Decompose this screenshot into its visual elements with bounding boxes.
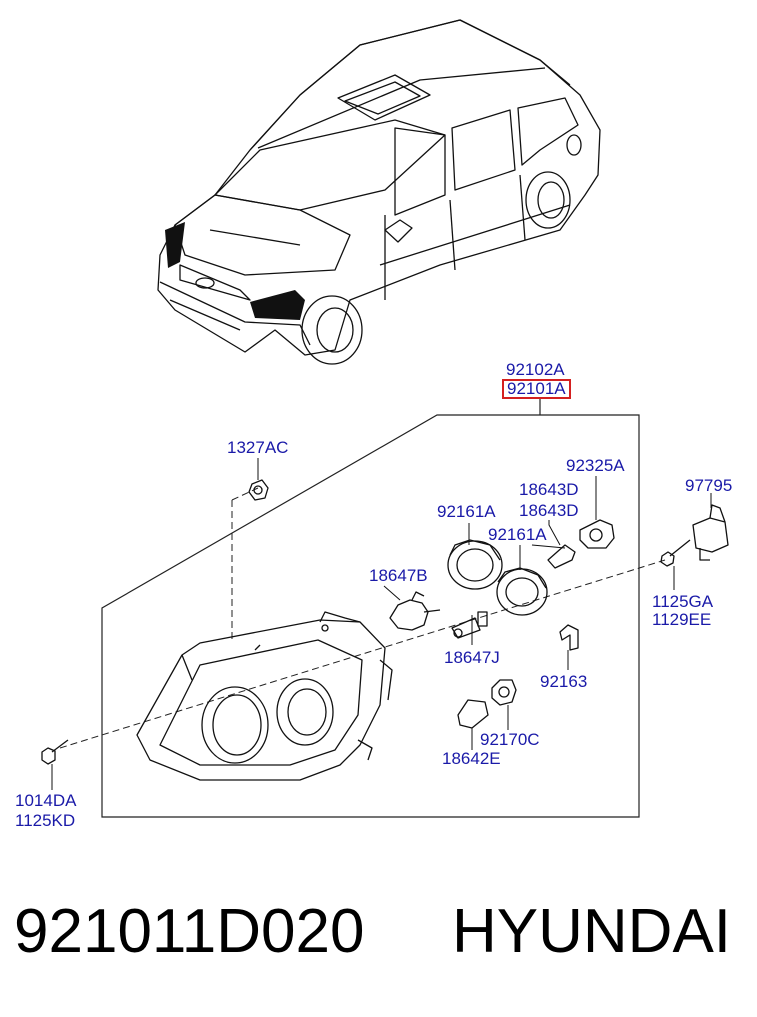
- label-92161a-1[interactable]: 92161A: [437, 502, 496, 521]
- label-18643d-1[interactable]: 18643D: [519, 480, 579, 499]
- dust-cap-1: [447, 539, 503, 590]
- label-18647j[interactable]: 18647J: [444, 648, 500, 667]
- label-1129ee[interactable]: 1129EE: [652, 610, 712, 629]
- bulb-h1-component: [451, 611, 488, 639]
- label-92170c[interactable]: 92170C: [480, 730, 540, 749]
- label-97795[interactable]: 97795: [685, 476, 733, 495]
- label-1327ac[interactable]: 1327AC: [227, 438, 289, 457]
- nut-component: [248, 479, 269, 501]
- bulb-turn-component: [457, 699, 489, 729]
- screw-1125ga: [660, 539, 691, 567]
- label-1125ga[interactable]: 1125GA: [652, 592, 714, 611]
- label-92163[interactable]: 92163: [540, 672, 588, 691]
- dust-cap-2: [496, 567, 548, 616]
- label-18642e[interactable]: 18642E: [442, 749, 501, 768]
- label-1014da[interactable]: 1014DA: [15, 791, 77, 810]
- part-number: 921011D020: [14, 897, 365, 966]
- bulb-h7-component: [389, 591, 441, 631]
- footer-caption: 921011D020 HYUNDAI: [0, 892, 757, 982]
- screw-1014da: [41, 739, 69, 765]
- vehicle-headlamp-right: [250, 290, 305, 320]
- socket-92170c: [491, 679, 517, 706]
- label-92161a-2[interactable]: 92161A: [488, 525, 547, 544]
- leader-lines: [51, 458, 712, 790]
- headlamp-assembly: [136, 611, 393, 781]
- assembly-frame: [101, 398, 640, 818]
- label-1125kd[interactable]: 1125KD: [15, 811, 76, 830]
- diagram-artwork: [41, 19, 729, 818]
- label-92102a[interactable]: 92102A: [506, 360, 565, 379]
- vehicle-headlamp-left: [165, 222, 185, 268]
- bulb-small-component: [547, 544, 576, 569]
- label-18647b[interactable]: 18647B: [369, 566, 428, 585]
- brand-name: HYUNDAI: [452, 897, 732, 966]
- grommet-92163: [559, 624, 579, 651]
- label-18643d-2[interactable]: 18643D: [519, 501, 579, 520]
- leveling-actuator: [692, 504, 729, 561]
- label-92101a-highlighted[interactable]: 92101A: [502, 379, 571, 399]
- socket-92325a: [579, 519, 615, 549]
- parts-diagram: 92102A 92101A 1327AC 92325A 97795 18643D…: [15, 19, 733, 830]
- guide-lines: [59, 487, 666, 749]
- vehicle-illustration: [157, 19, 601, 365]
- label-92325a[interactable]: 92325A: [566, 456, 625, 475]
